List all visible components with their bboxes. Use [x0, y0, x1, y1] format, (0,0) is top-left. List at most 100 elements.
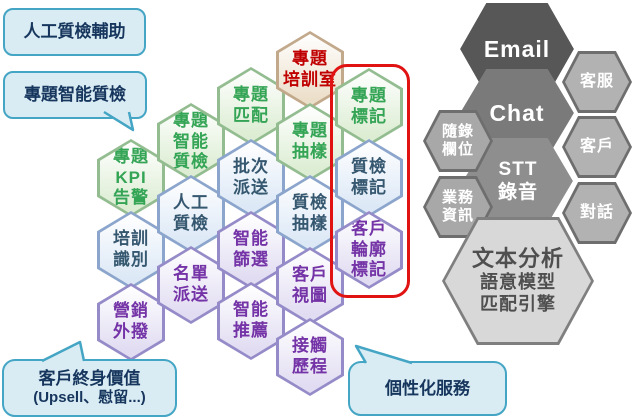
- hex-topic-matching: 專題匹配: [217, 67, 285, 145]
- hex-topic-tagging-line: 標記: [351, 107, 387, 126]
- callout-customer-ltv-line1: 客戶終身價值: [38, 369, 141, 388]
- hex-customer-profile-tagging-line: 輪廓: [351, 239, 387, 259]
- hex-customer-profile-tagging-line: 標記: [351, 260, 387, 280]
- hex-customer-profile-tagging-line: 客戶: [351, 218, 387, 238]
- hex-dialogue-label: 對話: [580, 203, 614, 223]
- callout-manual-qc-assist: 人工質檢輔助: [3, 8, 146, 56]
- hex-dialogue: 對話: [562, 182, 632, 244]
- hex-customer-label: 客戶: [580, 137, 614, 157]
- hex-smart-recommendation-label: 智能推薦: [233, 300, 269, 341]
- hex-marketing-outbound-body: 營銷外撥: [100, 286, 162, 358]
- hex-email-line: Email: [483, 35, 551, 62]
- callout-personalized-service: 個性化服務: [348, 361, 507, 416]
- hex-customer-service-line: 客服: [579, 73, 614, 91]
- hex-customer-profile-tagging-label: 客戶輪廓標記: [351, 219, 387, 281]
- hex-marketing-outbound-line: 外撥: [113, 322, 149, 341]
- hex-smart-filtering: 智能篩選: [217, 211, 285, 289]
- hex-contact-journey-line: 歷程: [292, 357, 328, 376]
- hex-batch-dispatch-label: 批次派送: [233, 157, 269, 198]
- hex-topic-smart-qc-line: 專題: [173, 110, 209, 130]
- hex-qc-tagging-label: 質檢標記: [351, 157, 387, 198]
- hex-topic-matching-label: 專題匹配: [233, 85, 269, 126]
- hex-email-label: Email: [484, 35, 550, 63]
- hex-manual-qc-body: 人工質檢: [160, 178, 222, 250]
- hex-business-info-line: 資訊: [441, 207, 474, 224]
- hex-topic-smart-qc: 專題智能質檢: [157, 103, 225, 181]
- hex-customer-line: 客戶: [579, 138, 614, 156]
- hex-topic-sampling-label: 專題抽樣: [292, 121, 328, 162]
- hex-customer-service: 客服: [562, 51, 632, 113]
- hex-contact-journey: 接觸歷程: [276, 318, 344, 396]
- hex-topic-matching-line: 匹配: [233, 106, 269, 125]
- hex-training-recognition: 培訓識別: [97, 211, 165, 289]
- hex-smart-recommendation-line: 智能: [233, 300, 269, 320]
- hex-topic-smart-qc-line: 質檢: [173, 152, 209, 172]
- hex-dialogue-body: 對話: [565, 185, 629, 241]
- hex-list-dispatch-line: 派送: [173, 285, 209, 304]
- callout-customer-lifetime-value: 客戶終身價值 (Upsell、慰留...): [2, 359, 177, 417]
- hex-recording-fields-line: 欄位: [441, 141, 474, 158]
- hex-text-analysis-line: 文本分析: [471, 245, 564, 271]
- hex-marketing-outbound-line: 營銷: [113, 301, 149, 321]
- hex-topic-tagging-line: 專題: [351, 86, 387, 106]
- hex-dialogue-line: 對話: [579, 204, 614, 222]
- hex-list-dispatch-line: 名單: [173, 264, 209, 284]
- callout-personalized-service-text: 個性化服務: [385, 378, 470, 398]
- hex-batch-dispatch-line: 批次: [233, 157, 269, 177]
- hex-text-analysis-line: 匹配引擎: [479, 294, 556, 315]
- hex-customer-service-body: 客服: [565, 54, 629, 110]
- hex-manual-qc-line: 人工: [173, 193, 209, 213]
- hex-contact-journey-body: 接觸歷程: [279, 321, 341, 393]
- hex-chat-label: Chat: [489, 99, 544, 127]
- red-highlight-box: [330, 64, 410, 298]
- hex-recording-fields-body: 隨錄欄位: [426, 113, 490, 169]
- hex-text-analysis-body: 文本分析語意模型匹配引擎: [445, 220, 591, 342]
- hex-customer-body: 客戶: [565, 119, 629, 175]
- hex-topic-tagging-label: 專題標記: [351, 86, 387, 127]
- hex-training-recognition-line: 識別: [113, 250, 149, 269]
- hex-recording-fields: 隨錄欄位: [423, 110, 493, 172]
- hex-chat-line: Chat: [489, 99, 545, 126]
- hex-qc-tagging-line: 質檢: [351, 157, 387, 177]
- hex-smart-recommendation: 智能推薦: [217, 282, 285, 360]
- hex-business-info-label: 業務資訊: [442, 189, 474, 226]
- hex-marketing-outbound: 營銷外撥: [97, 283, 165, 361]
- hex-text-analysis-line: 語意模型: [479, 272, 556, 293]
- callout-topic-smart-qc: 專題智能質檢: [3, 71, 147, 119]
- hex-qc-sampling-line: 抽樣: [292, 214, 328, 233]
- hex-list-dispatch: 名單派送: [157, 246, 225, 324]
- hex-qc-sampling-label: 質檢抽樣: [292, 193, 328, 234]
- hex-manual-qc-line: 質檢: [173, 214, 209, 233]
- hex-text-analysis: 文本分析語意模型匹配引擎: [442, 217, 594, 345]
- hex-training-recognition-body: 培訓識別: [100, 214, 162, 286]
- hex-customer-view-line: 客戶: [292, 265, 328, 285]
- hex-topic-smart-qc-body: 專題智能質檢: [160, 106, 222, 178]
- hex-business-info: 業務資訊: [423, 176, 493, 238]
- hex-customer-service-label: 客服: [580, 72, 614, 92]
- hex-training-recognition-line: 培訓: [113, 229, 149, 249]
- callout-customer-ltv-line2: (Upsell、慰留...): [33, 389, 146, 407]
- hex-text-analysis-label: 文本分析語意模型匹配引擎: [472, 246, 564, 317]
- hex-training-recognition-label: 培訓識別: [113, 229, 149, 270]
- hex-list-dispatch-label: 名單派送: [173, 264, 209, 305]
- hex-stt-recording-line: 錄音: [497, 182, 538, 203]
- hex-topic-sampling-line: 抽樣: [292, 142, 328, 161]
- hex-smart-filtering-line: 智能: [233, 229, 269, 249]
- hex-smart-filtering-line: 篩選: [233, 250, 269, 269]
- hex-topic-smart-qc-label: 專題智能質檢: [173, 111, 209, 173]
- hex-recording-fields-label: 隨錄欄位: [442, 123, 474, 160]
- hex-contact-journey-label: 接觸歷程: [292, 336, 328, 377]
- hex-contact-journey-line: 接觸: [292, 336, 328, 356]
- callout-manual-qc-assist-text: 人工質檢輔助: [23, 22, 126, 42]
- hex-business-info-line: 業務: [441, 188, 474, 206]
- hex-qc-sampling-line: 質檢: [292, 193, 328, 213]
- hex-topic-matching-body: 專題匹配: [220, 70, 282, 142]
- hex-topic-training-room-label: 專題培訓室: [283, 49, 337, 90]
- hex-topic-training-room-line: 培訓室: [283, 70, 337, 89]
- hex-smart-recommendation-line: 推薦: [233, 321, 269, 340]
- hex-list-dispatch-body: 名單派送: [160, 249, 222, 321]
